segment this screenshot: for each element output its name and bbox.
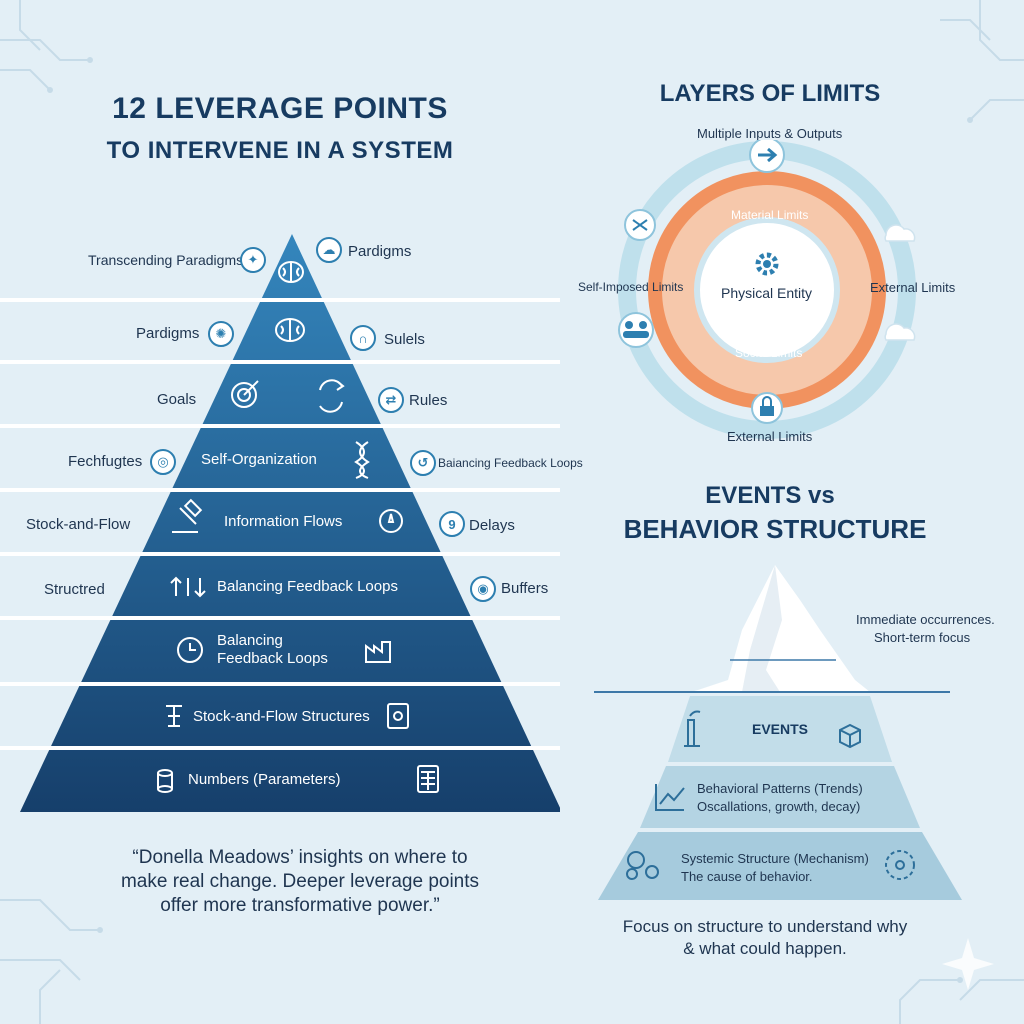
people-icon: ✦ [240,247,266,273]
clock-icon [177,637,203,663]
iceberg [594,565,962,900]
events-title-1: EVENTS vs [705,482,835,509]
band-balancing-l1: Balancing [217,632,283,649]
pyramid-title: 12 LEVERAGE POINTS [112,92,448,125]
quote-line-3: offer more transformative power.” [160,895,440,916]
pyramid-shape [20,234,560,812]
brain-icon [278,261,304,283]
trend-chart-icon [655,784,685,811]
brain-icon: ☁ [316,237,342,263]
band-balancing-l2: Feedback Loops [217,650,328,667]
note-line-2: Short-term focus [874,630,971,645]
delay-badge: 9 [439,511,465,537]
label-sulels: Sulels [384,331,425,348]
patterns-layer-label: Behavioral Patterns (Trends) Oscallation… [697,780,863,816]
gears-icon [626,851,659,880]
label-rules: Rules [409,392,448,409]
label-goals: Goals [157,391,197,408]
limits-title: LAYERS OF LIMITS [659,80,881,107]
factory-icon [365,641,391,663]
patterns-line-2: Oscallations, growth, decay) [697,799,861,814]
label-transcending-paradigms: Transcending Paradigms [88,252,244,268]
system-network-icon [885,850,915,880]
events-footer: Focus on structure to understand why & w… [600,916,930,960]
material-limits-label: Material Limits [731,208,809,222]
self-imposed-limits-label: Self-Imposed Limits [578,280,684,294]
label-stock-and-flow: Stock-and-Flow [26,516,131,533]
structure-layer [598,832,962,900]
device-icon [387,703,409,729]
structure-line-1: Systemic Structure (Mechanism) [681,851,869,866]
footer-line-1: Focus on structure to understand why [622,917,908,936]
events-layer [668,696,892,762]
lock-icon [760,396,774,416]
external-limits-bottom-label: External Limits [727,429,813,444]
footer-line-2: & what could happen. [683,939,847,958]
target-icon [231,380,259,408]
cube-icon [839,723,861,749]
physical-entity-label: Physical Entity [721,285,813,301]
network-icon [632,219,648,231]
gavel-icon [172,498,203,533]
band-information-flows: Information Flows [224,513,343,530]
cylinder-icon [157,769,173,793]
brain-icon [275,318,305,342]
structure-line-2: The cause of behavior. [681,869,813,884]
patterns-line-1: Behavioral Patterns (Trends) [697,781,863,796]
cycle-arrows-icon [319,379,345,413]
label-delays: Delays [469,517,515,534]
sun-icon: ✺ [208,321,234,347]
limits-rings [618,140,916,439]
arrow-right-icon [758,147,778,163]
label-buffers: Buffers [501,580,549,597]
compass-icon [379,509,403,533]
gauge-icon: ◎ [150,449,176,475]
structure-layer-label: Systemic Structure (Mechanism) The cause… [681,850,869,886]
label-pardigms-right: Pardigms [348,243,412,260]
dna-icon [354,441,370,479]
note-line-1: Immediate occurrences. [856,612,995,627]
iceberg-tip [690,565,870,692]
label-structred: Structred [44,581,105,598]
loop-icon: ∩ [350,325,376,351]
external-limits-right-label: External Limits [870,280,956,295]
band-stock-and-flow-structures: Stock-and-Flow Structures [193,708,370,725]
social-limits-label: Social Limits [735,346,803,360]
label-paradigms-left: Pardigms [136,325,200,342]
valve-icon [166,705,182,727]
patterns-layer [640,766,920,828]
immediate-occurrences-note: Immediate occurrences. Short-term focus [856,611,995,647]
band-balancing-feedback-loops: Balancing Feedback Loops [217,578,398,595]
label-balancing-feedback-right: Baiancing Feedback Loops [438,456,583,470]
people-node [618,312,654,348]
factory-chimney-icon [684,710,701,747]
buffer-icon: ◉ [470,576,496,602]
limits-top-label: Multiple Inputs & Outputs [697,126,843,141]
cloud-icon [884,224,916,242]
pyramid-subtitle: TO INTERVENE IN A SYSTEM [106,137,454,164]
feedback-icon: ↺ [410,450,436,476]
cloud-icon [884,323,916,341]
events-layer-label: EVENTS [752,721,809,737]
events-title-2: BEHAVIOR STRUCTURE [623,514,927,544]
calculator-icon [417,765,439,793]
band-self-organization: Self-Organization [201,451,317,468]
label-fechfugtes: Fechfugtes [68,453,143,470]
flow-arrows-icon: ⇄ [378,387,404,413]
band-numbers-parameters: Numbers (Parameters) [188,771,341,788]
quote-line-1: “Donella Meadows’ insights on where to [132,847,468,868]
quote-line-2: make real change. Deeper leverage points [120,871,480,892]
sparkle-icon [942,938,994,990]
leverage-pyramid [0,234,560,812]
meadows-quote: “Donella Meadows’ insights on where to m… [110,846,490,918]
inner-circle [694,217,840,363]
up-down-arrows-icon [170,576,206,598]
gear-icon [755,252,779,276]
people-icon [623,321,649,338]
